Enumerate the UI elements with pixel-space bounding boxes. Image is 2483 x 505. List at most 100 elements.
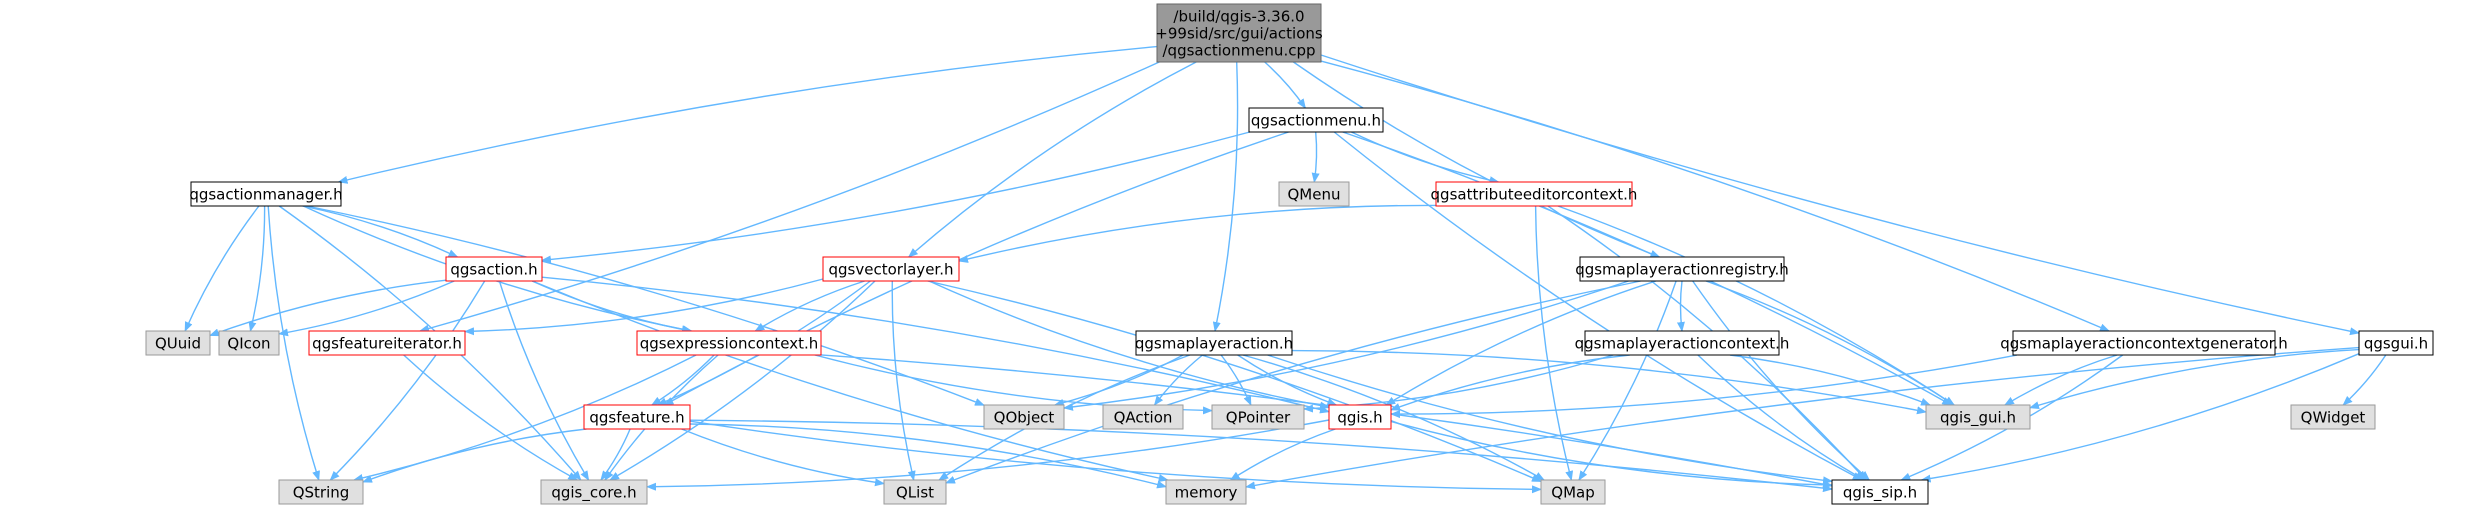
- node-box[interactable]: [636, 330, 822, 356]
- edge-qgsmaplayeractionregistry-h-to-qgsmaplayeractioncontext-h: [1676, 280, 1685, 332]
- node-box[interactable]: [883, 479, 947, 505]
- edge-qgsmaplayeractioncontext-h-to-qgis-h: [1390, 354, 1630, 411]
- node-box[interactable]: [2290, 404, 2376, 430]
- node-box[interactable]: [1579, 256, 1785, 282]
- edge-qgsgui-h-to-qgis-gui-h: [2029, 348, 2360, 410]
- node-qgsfeatureiterator-h[interactable]: qgsfeatureiterator.h: [308, 330, 466, 356]
- node-label: qgsmaplayeractionregistry.h: [1575, 260, 1789, 278]
- node-qaction[interactable]: QAction: [1102, 404, 1184, 430]
- node-qgsvectorlayer-h[interactable]: qgsvectorlayer.h: [822, 256, 960, 282]
- edges-layer: [184, 45, 2387, 494]
- node-qstring[interactable]: QString: [278, 479, 364, 505]
- edge-qgsfeature-h-to-qgis-sip-h: [689, 419, 1833, 493]
- node-label: qgsfeatureiterator.h: [312, 334, 462, 352]
- node-box[interactable]: [983, 404, 1065, 430]
- node-box[interactable]: [218, 330, 280, 356]
- node-box[interactable]: [1831, 479, 1929, 505]
- edge-qgsmaplayeractioncontextgenerator-h-to-qgis-h: [1390, 354, 2018, 419]
- edge-root-to-qgsactionmenu-h: [1264, 61, 1306, 109]
- node-box[interactable]: [1435, 181, 1633, 207]
- edge-qgsactionmanager-h-to-quuid: [184, 205, 260, 332]
- node-label: +99sid/src/gui/actions: [1155, 24, 1323, 42]
- node-box[interactable]: [2012, 330, 2276, 356]
- node-memory[interactable]: memory: [1165, 479, 1247, 505]
- node-qmenu[interactable]: QMenu: [1278, 181, 1350, 207]
- node-qgsmaplayeractioncontextgenerator-h[interactable]: qgsmaplayeractioncontextgenerator.h: [2000, 330, 2288, 356]
- node-box[interactable]: [1156, 3, 1322, 63]
- edge-qgsgui-h-to-qgis-sip-h: [1920, 353, 2360, 483]
- node-box[interactable]: [145, 330, 211, 356]
- node-qobject[interactable]: QObject: [983, 404, 1065, 430]
- node-label: QPointer: [1226, 408, 1291, 426]
- node-box[interactable]: [2358, 330, 2434, 356]
- node-root[interactable]: /build/qgis-3.36.0+99sid/src/gui/actions…: [1155, 3, 1323, 63]
- node-qgis-core-h[interactable]: qgis_core.h: [540, 479, 648, 505]
- node-label: qgis_core.h: [551, 483, 636, 502]
- node-qgsmaplayeraction-h[interactable]: qgsmaplayeraction.h: [1135, 330, 1293, 356]
- edge-qgsaction-h-to-quuid: [209, 279, 447, 337]
- edge-qgsgui-h-to-memory: [1245, 346, 2360, 490]
- edge-qgsmaplayeraction-h-to-qgis-h: [1237, 354, 1338, 406]
- node-label: QIcon: [227, 334, 270, 352]
- node-label: QObject: [994, 408, 1055, 426]
- node-qpointer[interactable]: QPointer: [1211, 404, 1305, 430]
- node-qgsaction-h[interactable]: qgsaction.h: [445, 256, 543, 282]
- edge-qgsmaplayeractionregistry-h-to-qgis-gui-h: [1705, 280, 1955, 406]
- node-box[interactable]: [1135, 330, 1293, 356]
- node-label: QAction: [1114, 408, 1173, 426]
- node-box[interactable]: [1584, 330, 1780, 356]
- node-box[interactable]: [1278, 181, 1350, 207]
- edge-qgsaction-h-to-qicon: [278, 280, 455, 337]
- node-qicon[interactable]: QIcon: [218, 330, 280, 356]
- node-box[interactable]: [1248, 107, 1384, 133]
- node-box[interactable]: [1540, 479, 1606, 505]
- edge-qgsactionmanager-h-to-qgsaction-h: [302, 205, 459, 258]
- node-box[interactable]: [1165, 479, 1247, 505]
- node-label: qgsattributeeditorcontext.h: [1431, 185, 1638, 203]
- node-box[interactable]: [445, 256, 543, 282]
- node-qwidget[interactable]: QWidget: [2290, 404, 2376, 430]
- node-label: qgsvectorlayer.h: [829, 260, 954, 278]
- edge-qgsvectorlayer-h-to-qgis-h: [928, 280, 1330, 410]
- edge-qgsactionmenu-h-to-qgsfeature-h: [663, 131, 1289, 406]
- edge-qgsfeature-h-to-qgis-core-h: [600, 428, 631, 481]
- node-qgsactionmanager-h[interactable]: qgsactionmanager.h: [189, 181, 343, 207]
- edge-qgsactionmanager-h-to-qstring: [267, 205, 320, 481]
- node-box[interactable]: [1211, 404, 1305, 430]
- edge-qgsattributeeditorcontext-h-to-qgsvectorlayer-h: [958, 204, 1437, 263]
- edge-qgsactionmenu-h-to-qgsaction-h: [541, 131, 1250, 264]
- node-qgsactionmenu-h[interactable]: qgsactionmenu.h: [1248, 107, 1384, 133]
- node-box[interactable]: [190, 181, 342, 207]
- node-label: qgsactionmanager.h: [189, 185, 342, 203]
- node-qlist[interactable]: QList: [883, 479, 947, 505]
- node-box[interactable]: [822, 256, 960, 282]
- edge-qgsfeature-h-to-qmap: [689, 420, 1542, 494]
- node-box[interactable]: [1102, 404, 1184, 430]
- node-box[interactable]: [278, 479, 364, 505]
- node-qgsfeature-h[interactable]: qgsfeature.h: [583, 404, 691, 430]
- edge-qgsvectorlayer-h-to-qmap: [927, 280, 1542, 483]
- edge-qgsgui-h-to-qwidget: [2342, 354, 2387, 406]
- node-qgsmaplayeractioncontext-h[interactable]: qgsmaplayeractioncontext.h: [1575, 330, 1790, 356]
- node-qgsgui-h[interactable]: qgsgui.h: [2358, 330, 2434, 356]
- node-label: qgsactionmenu.h: [1251, 111, 1381, 129]
- edge-qgsattributeeditorcontext-h-to-qgis-gui-h: [1557, 205, 1955, 406]
- edge-qgsvectorlayer-h-to-qgsexpressioncontext-h: [754, 280, 865, 332]
- node-qmap[interactable]: QMap: [1540, 479, 1606, 505]
- node-box[interactable]: [1925, 404, 2031, 430]
- edge-qgsmaplayeraction-h-to-qgis-gui-h: [1291, 349, 1927, 415]
- node-box[interactable]: [1328, 404, 1392, 430]
- edge-qgsmaplayeraction-h-to-qaction: [1153, 354, 1203, 406]
- node-qgis-sip-h[interactable]: qgis_sip.h: [1831, 479, 1929, 505]
- node-qgsexpressioncontext-h[interactable]: qgsexpressioncontext.h: [636, 330, 822, 356]
- node-box[interactable]: [540, 479, 648, 505]
- edge-root-to-qgsmaplayeraction-h: [1212, 61, 1239, 332]
- node-box[interactable]: [308, 330, 466, 356]
- node-qgsmaplayeractionregistry-h[interactable]: qgsmaplayeractionregistry.h: [1575, 256, 1789, 282]
- node-qgis-h[interactable]: qgis.h: [1328, 404, 1392, 430]
- edge-qgsmaplayeractioncontextgenerator-h-to-qgis-gui-h: [2004, 354, 2118, 406]
- node-qgis-gui-h[interactable]: qgis_gui.h: [1925, 404, 2031, 430]
- node-box[interactable]: [583, 404, 691, 430]
- node-qgsattributeeditorcontext-h[interactable]: qgsattributeeditorcontext.h: [1431, 181, 1638, 207]
- node-quuid[interactable]: QUuid: [145, 330, 211, 356]
